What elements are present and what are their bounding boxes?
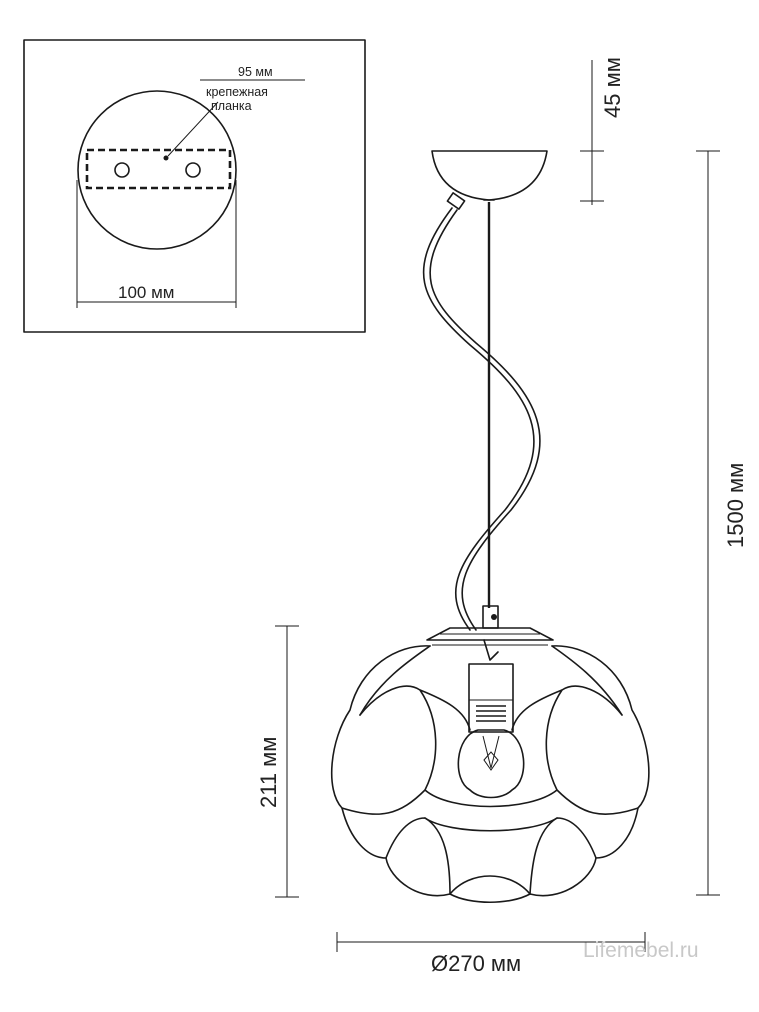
dim-100-label: 100 мм bbox=[118, 283, 174, 302]
bulb-and-socket bbox=[457, 663, 525, 799]
dim-shade-diameter-label: Ø270 мм bbox=[431, 951, 521, 976]
dim-shade-height-label: 211 мм bbox=[256, 737, 281, 808]
mounting-hole-left bbox=[114, 162, 130, 178]
mounting-hole-right bbox=[185, 162, 201, 178]
dim-total-length-label: 1500 мм bbox=[723, 463, 748, 548]
dim-shade-diameter: Ø270 мм bbox=[336, 932, 646, 976]
glass-shade bbox=[330, 645, 650, 904]
canopy-plan-inset: 95 мм крепежная планка 100 мм bbox=[23, 39, 366, 333]
shade-top-fitting bbox=[426, 605, 554, 661]
dim-shade-height: 211 мм bbox=[256, 625, 299, 898]
dim-95-label: 95 мм bbox=[238, 65, 273, 79]
ceiling-canopy bbox=[431, 150, 548, 210]
plate-label-line2: планка bbox=[211, 99, 252, 113]
dim-canopy-height-label: 45 мм bbox=[600, 57, 625, 118]
mounting-bracket-outline bbox=[85, 148, 232, 190]
dim-total-length: 1500 мм bbox=[696, 150, 748, 896]
power-cord bbox=[422, 207, 541, 631]
canopy-base-circle bbox=[77, 90, 237, 250]
plate-leader-line bbox=[167, 101, 219, 157]
watermark: Lifemebel.ru bbox=[583, 939, 699, 962]
bracket-center-dot bbox=[163, 155, 169, 161]
dim-canopy-height: 45 мм bbox=[580, 57, 625, 205]
inset-frame bbox=[23, 39, 366, 333]
plate-label-line1: крепежная bbox=[206, 85, 268, 99]
